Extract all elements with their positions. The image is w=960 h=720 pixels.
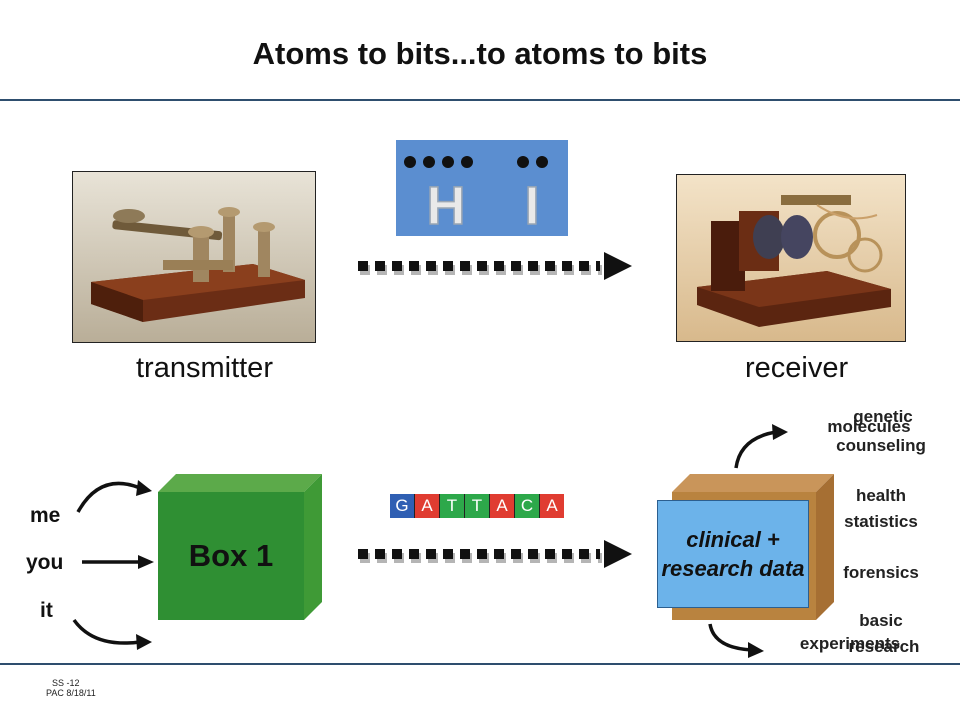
dotted-arrow-bottom xyxy=(358,540,632,568)
box-1-label: Box 1 xyxy=(188,538,274,573)
footer-slide-id: SS -12 xyxy=(52,678,80,688)
input-you: you xyxy=(26,551,64,574)
output-arrow-up xyxy=(734,424,788,469)
box-1: Box 1 xyxy=(158,474,322,622)
dna-base: G xyxy=(390,494,415,518)
dna-base: A xyxy=(540,494,564,518)
output-health: health xyxy=(855,486,907,505)
output-forensics: forensics xyxy=(843,563,919,582)
morse-letter-h: H xyxy=(427,176,466,236)
output-genetic: genetic xyxy=(853,407,913,426)
dotted-arrow-top xyxy=(358,252,632,280)
data-box-label: clinical + research data xyxy=(657,500,809,608)
slide-title: Atoms to bits...to atoms to bits xyxy=(252,36,708,71)
dna-base: T xyxy=(465,494,490,518)
dna-sequence: G A T T A C A xyxy=(390,494,564,518)
input-it: it xyxy=(40,599,53,622)
dna-base: C xyxy=(515,494,540,518)
morse-letter-i: I xyxy=(524,176,539,236)
dna-base: A xyxy=(415,494,440,518)
input-me: me xyxy=(30,504,61,527)
morse-code-panel: H I xyxy=(396,140,568,237)
dna-base: A xyxy=(490,494,515,518)
output-experiments: experiments xyxy=(799,634,901,653)
output-research: research xyxy=(848,637,920,656)
receiver-label: receiver xyxy=(745,352,849,384)
input-arrows xyxy=(72,480,154,650)
top-divider xyxy=(0,99,960,101)
output-molecules: molecules xyxy=(827,417,911,436)
receiver-image xyxy=(676,174,906,342)
transmitter-image xyxy=(72,171,316,343)
output-basic: basic xyxy=(859,611,903,630)
output-arrow-down xyxy=(708,623,764,658)
dna-base: T xyxy=(440,494,465,518)
output-statistics: statistics xyxy=(844,512,918,531)
transmitter-label: transmitter xyxy=(136,352,273,384)
output-counseling: counseling xyxy=(836,436,926,455)
bottom-divider xyxy=(0,663,960,665)
footer-date: PAC 8/18/11 xyxy=(46,688,96,698)
